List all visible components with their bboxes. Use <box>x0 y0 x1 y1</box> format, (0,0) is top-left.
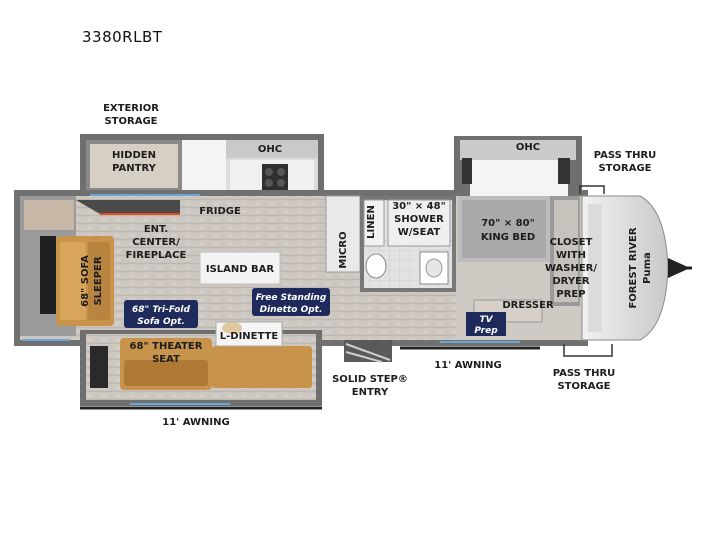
ohc-bedroom-label: OHC <box>516 142 540 153</box>
linen-label: LINEN <box>366 205 377 239</box>
closet-label-3: WASHER/ <box>545 263 597 274</box>
pantry-cabinet <box>182 140 226 192</box>
pass-thru-top-label-1: PASS THRU <box>594 150 657 161</box>
model-number: 3380RLBT <box>82 28 163 46</box>
window-strips <box>22 194 520 405</box>
free-standing-badge <box>252 288 330 316</box>
kitchen-slideout <box>80 134 324 196</box>
island-bar <box>199 251 281 285</box>
closet-label-5: PREP <box>556 289 585 300</box>
tv-prep-label-2: Prep <box>474 326 498 336</box>
tri-fold-badge <box>124 300 198 328</box>
awning-right-label: 11' AWNING <box>434 360 501 371</box>
ohc-kitchen-label: OHC <box>258 144 282 155</box>
bathroom <box>360 196 456 292</box>
tri-fold-label-2: Sofa Opt. <box>137 317 185 327</box>
theater-seat-label-1: 68" THEATER <box>130 341 203 352</box>
end-table <box>24 200 74 230</box>
free-standing-label-2: Dinetto Opt. <box>260 305 323 315</box>
theater-seat-label-2: SEAT <box>152 354 180 365</box>
hidden-pantry-label-2: PANTRY <box>112 163 156 174</box>
ent-center-label-2: CENTER/ <box>132 237 180 248</box>
ent-center-label-3: FIREPLACE <box>126 250 187 261</box>
shower-label-3: W/SEAT <box>398 227 441 238</box>
fridge-label: FRIDGE <box>199 206 241 217</box>
dinette-window <box>90 346 108 388</box>
bedroom-slideout <box>454 136 582 204</box>
pass-thru-top-label-2: STORAGE <box>598 163 651 174</box>
sofa-sleeper-label-2: SLEEPER <box>93 256 104 305</box>
l-dinette-label: L-DINETTE <box>220 331 279 342</box>
dresser-label: DRESSER <box>502 300 554 311</box>
closet-label-4: DRYER <box>552 276 590 287</box>
toilet <box>365 253 387 279</box>
tv-prep-label-1: TV <box>479 315 493 325</box>
ohc-kitchen <box>226 140 318 158</box>
ohc-bedroom <box>460 140 576 160</box>
range-stove <box>262 164 288 190</box>
pass-thru-bracket-top <box>579 185 605 194</box>
solid-step-label-1: SOLID STEP® <box>332 374 408 385</box>
king-bed-label-1: 70" × 80" <box>481 218 535 229</box>
linen-closet <box>363 199 385 247</box>
ent-center-fireplace <box>76 200 180 214</box>
rear-window <box>40 236 56 314</box>
sofa-sleeper-label-1: 68" SOFA <box>80 255 91 307</box>
island-bar-label: ISLAND BAR <box>206 264 275 275</box>
shower <box>387 199 451 247</box>
front-cap <box>581 195 692 341</box>
brand-label: FOREST RIVER <box>628 227 639 308</box>
shower-label-1: 30" × 48" <box>392 201 446 212</box>
ent-center-label-1: ENT. <box>144 224 168 235</box>
solid-step-label-2: ENTRY <box>352 387 389 398</box>
closet-label-2: WITH <box>556 250 586 261</box>
pass-thru-bracket-bottom <box>563 344 613 357</box>
free-standing-label-1: Free Standing <box>256 293 327 303</box>
bedroom <box>456 196 582 340</box>
king-bed-label-2: KING BED <box>481 232 535 243</box>
exterior-storage-label-2: STORAGE <box>104 116 157 127</box>
awning-bottom-label: 11' AWNING <box>162 417 229 428</box>
tri-fold-label-1: 68" Tri-Fold <box>132 305 190 315</box>
tv-prep <box>466 312 506 336</box>
pass-thru-bottom-label-1: PASS THRU <box>553 368 616 379</box>
entry-step <box>344 340 392 363</box>
exterior-storage-label-1: EXTERIOR <box>103 103 159 114</box>
shower-label-2: SHOWER <box>394 214 444 225</box>
closet-label-1: CLOSET <box>550 237 593 248</box>
pass-thru-bottom-label-2: STORAGE <box>557 381 610 392</box>
brand-sub-label: Puma <box>642 252 653 284</box>
micro-label: MICRO <box>338 231 349 268</box>
dinette-slideout <box>80 321 322 406</box>
l-dinette-seat <box>212 346 312 388</box>
hidden-pantry-label-1: HIDDEN <box>112 150 156 161</box>
rear-living <box>20 196 180 336</box>
